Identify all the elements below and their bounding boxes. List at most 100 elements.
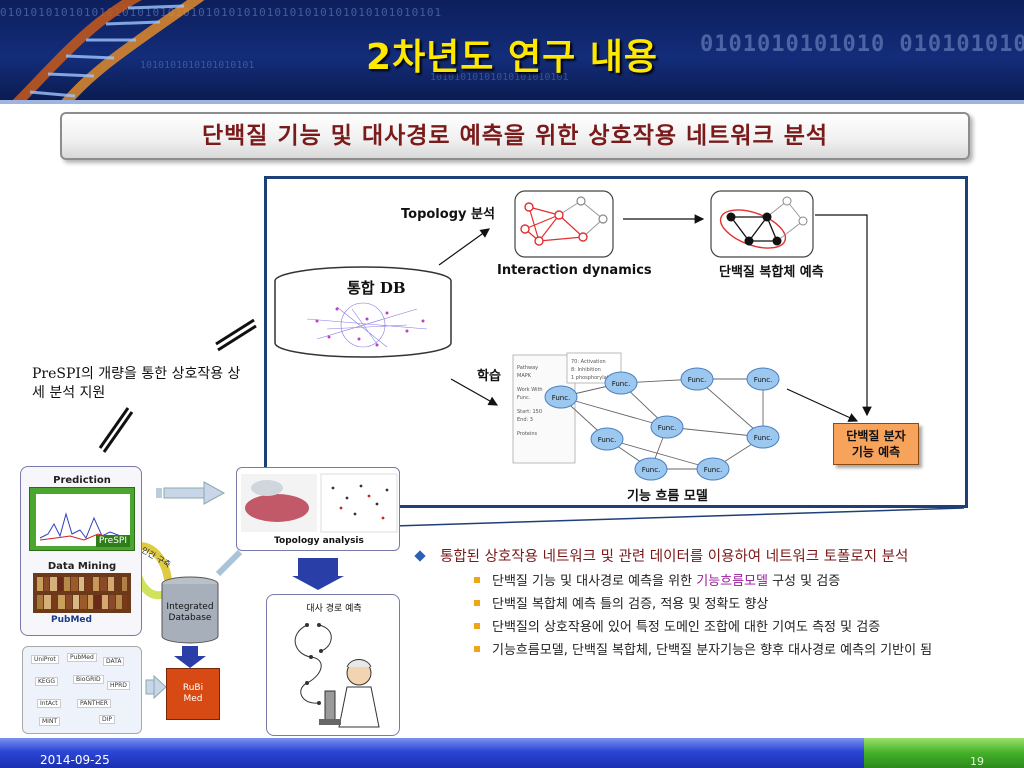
dna-helix-icon xyxy=(8,0,205,104)
page-title: 2차년도 연구 내용 xyxy=(366,37,658,78)
complex-prediction-label: 단백질 복합체 예측 xyxy=(719,265,824,280)
header-banner: 0101010101010101010101010101010101010101… xyxy=(0,0,1024,104)
db-chip: IntAct xyxy=(37,699,61,708)
topology-thumbnail-graphic xyxy=(241,473,398,533)
external-db-collage: UniProt PubMed DATA KEGG BioGRID HPRD In… xyxy=(22,646,142,734)
prediction-box-line1: 단백질 분자 xyxy=(846,429,906,443)
pathway-prediction-box: 대사 경로 예측 xyxy=(266,594,400,736)
func-node: Func. xyxy=(612,380,631,388)
sub-bullet-text: 기능흐름모델, 단백질 복합체, 단백질 분자기능은 향후 대사경로 예측의 기… xyxy=(492,643,933,658)
svg-text:Func.: Func. xyxy=(517,395,531,401)
svg-text:Proteins: Proteins xyxy=(517,431,538,437)
bookshelf-icon xyxy=(33,573,131,613)
svg-text:Start: 150: Start: 150 xyxy=(517,409,542,415)
sub-bullet-text: 단백질 기능 및 대사경로 예측을 위한 xyxy=(492,574,697,589)
db-chip: DATA xyxy=(103,657,125,666)
topology-analysis-thumbnail: Topology analysis xyxy=(236,467,400,551)
highlight-text: 기능흐름모델 xyxy=(696,574,768,589)
sub-bullet-text: 구성 및 검증 xyxy=(767,574,841,589)
svg-text:Work With: Work With xyxy=(517,387,543,393)
data-source-panel: Prediction PreSPI Data Mining xyxy=(20,466,142,636)
header-divider xyxy=(0,100,1024,104)
func-node: Func. xyxy=(552,394,571,402)
binary-pattern: 1010101010101010101 xyxy=(140,60,255,71)
integrated-db-label: 통합 DB xyxy=(347,279,406,297)
func-node: Func. xyxy=(598,436,617,444)
function-prediction-box: 단백질 분자 기능 예측 xyxy=(833,423,919,465)
svg-text:MAPK: MAPK xyxy=(517,373,532,379)
pathway-prediction-label: 대사 경로 예측 xyxy=(306,604,362,614)
main-bullet: 통합된 상호작용 네트워크 및 관련 데이터를 이용하여 네트워크 토폴로지 분… xyxy=(410,546,1014,568)
scientist-microscope-icon xyxy=(294,623,380,728)
sub-bullet: 단백질의 상호작용에 있어 특정 도메인 조합에 대한 기여도 측정 및 검증 xyxy=(410,618,1014,637)
func-node: Func. xyxy=(704,466,723,474)
right-arrow-icon xyxy=(156,481,226,505)
footer-bar: 2014-09-25 19 xyxy=(0,738,1024,768)
svg-text:70: Activation: 70: Activation xyxy=(571,359,606,365)
square-bullet-icon xyxy=(474,600,480,606)
topology-analysis-label: Topology analysis xyxy=(274,536,364,546)
rubimed-line2: Med xyxy=(183,694,203,704)
diamond-bullet-icon xyxy=(414,550,426,562)
complex-network xyxy=(710,190,814,258)
func-node: Func. xyxy=(658,424,677,432)
interaction-network xyxy=(514,190,614,258)
subtitle-text: 단백질 기능 및 대사경로 예측을 위한 상호작용 네트워크 분석 xyxy=(201,122,829,149)
db-chip: KEGG xyxy=(35,677,59,686)
footer-green-band xyxy=(864,738,1024,768)
integrated-database-label: Integrated Database xyxy=(160,602,220,624)
db-chip: MINT xyxy=(39,717,61,726)
db-chip: PubMed xyxy=(67,653,97,662)
integrated-database-line2: Database xyxy=(168,613,212,623)
sub-bullet: 단백질 복합체 예측 틀의 검증, 적용 및 정확도 향상 xyxy=(410,595,1014,614)
bullet-list: 통합된 상호작용 네트워크 및 관련 데이터를 이용하여 네트워크 토폴로지 분… xyxy=(410,546,1014,660)
sub-bullet: 기능흐름모델, 단백질 복합체, 단백질 분자기능은 향후 대사경로 예측의 기… xyxy=(410,641,1014,660)
learning-label: 학습 xyxy=(477,369,501,384)
db-chip: UniProt xyxy=(31,655,59,664)
svg-text:1 phosphorylation: 1 phosphorylation xyxy=(571,375,616,381)
integrated-database-line1: Integrated xyxy=(166,602,214,612)
rubimed-line1: RuBi xyxy=(182,683,204,693)
db-chip: BioGRID xyxy=(73,675,104,684)
svg-text:8: Inhibition: 8: Inhibition xyxy=(571,367,601,373)
topology-label: Topology 분석 xyxy=(401,207,495,222)
func-node: Func. xyxy=(688,376,707,384)
flow-model-label: 기능 흐름 모델 xyxy=(627,489,708,504)
func-node: Func. xyxy=(754,376,773,384)
db-chip: PANTHER xyxy=(77,699,111,708)
footer-blue-band xyxy=(0,738,864,768)
square-bullet-icon xyxy=(474,577,480,583)
func-node: Func. xyxy=(754,434,773,442)
main-bullet-text: 통합된 상호작용 네트워크 및 관련 데이터를 이용하여 네트워크 토폴로지 분… xyxy=(440,549,909,565)
subtitle-box: 단백질 기능 및 대사경로 예측을 위한 상호작용 네트워크 분석 xyxy=(60,112,970,160)
sub-bullet-text: 단백질의 상호작용에 있어 특정 도메인 조합에 대한 기여도 측정 및 검증 xyxy=(492,620,881,635)
svg-text:Pathway: Pathway xyxy=(517,365,538,371)
pubmed-logo: PubMed xyxy=(51,615,92,625)
binary-pattern: 0101010101010 010101010101010 xyxy=(700,32,1024,57)
prediction-title: Prediction xyxy=(53,475,111,486)
footer-date: 2014-09-25 xyxy=(40,753,110,767)
page-number: 19 xyxy=(970,755,984,768)
prespi-note: PreSPI의 개량을 통한 상호작용 상세 분석 지원 xyxy=(32,366,241,401)
integrated-database-cylinder xyxy=(161,576,219,644)
integrated-db-cylinder xyxy=(274,266,452,358)
down-arrow-icon xyxy=(292,558,344,590)
db-chip: DIP xyxy=(99,715,116,724)
rubimed-box: RuBi Med xyxy=(166,668,220,720)
binary-pattern: 10101010101010101010101 xyxy=(430,72,569,83)
sub-bullet-text: 단백질 복합체 예측 틀의 검증, 적용 및 정확도 향상 xyxy=(492,597,769,612)
db-chip: HPRD xyxy=(107,681,130,690)
prediction-box-line2: 기능 예측 xyxy=(851,445,901,459)
interaction-dynamics-label: Interaction dynamics xyxy=(497,263,652,278)
prespi-tag: PreSPI xyxy=(95,535,130,547)
square-bullet-icon xyxy=(474,646,480,652)
sub-bullet: 단백질 기능 및 대사경로 예측을 위한 기능흐름모델 구성 및 검증 xyxy=(410,572,1014,591)
func-node: Func. xyxy=(642,466,661,474)
svg-text:End: 3: End: 3 xyxy=(517,417,533,423)
data-mining-title: Data Mining xyxy=(47,561,117,572)
square-bullet-icon xyxy=(474,623,480,629)
